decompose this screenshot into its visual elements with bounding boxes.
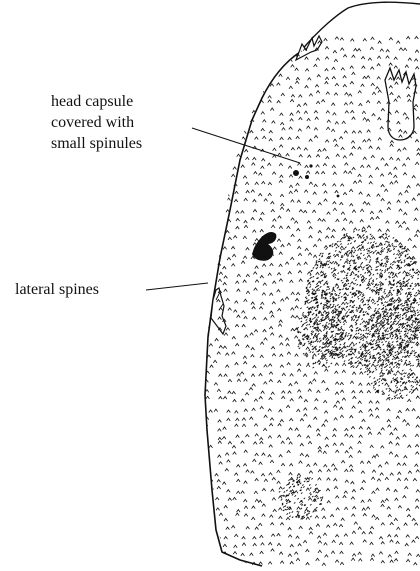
pore-dot (337, 195, 340, 198)
pore-dot (293, 170, 299, 176)
top-spine (296, 36, 322, 60)
lateral-spines-label: lateral spines (15, 279, 99, 300)
head-capsule-label-line-1: head capsule (51, 91, 142, 112)
head-capsule-label: head capsule covered with small spinules (51, 91, 142, 154)
pore-dot (309, 164, 312, 167)
spinule-pattern (195, 36, 420, 566)
head-capsule-label-line-3: small spinules (51, 133, 142, 154)
spinule-texture (195, 36, 420, 566)
lateral-spines-leader-line (146, 283, 208, 290)
pore-dot (305, 175, 309, 179)
head-capsule-label-line-2: covered with (51, 112, 142, 133)
